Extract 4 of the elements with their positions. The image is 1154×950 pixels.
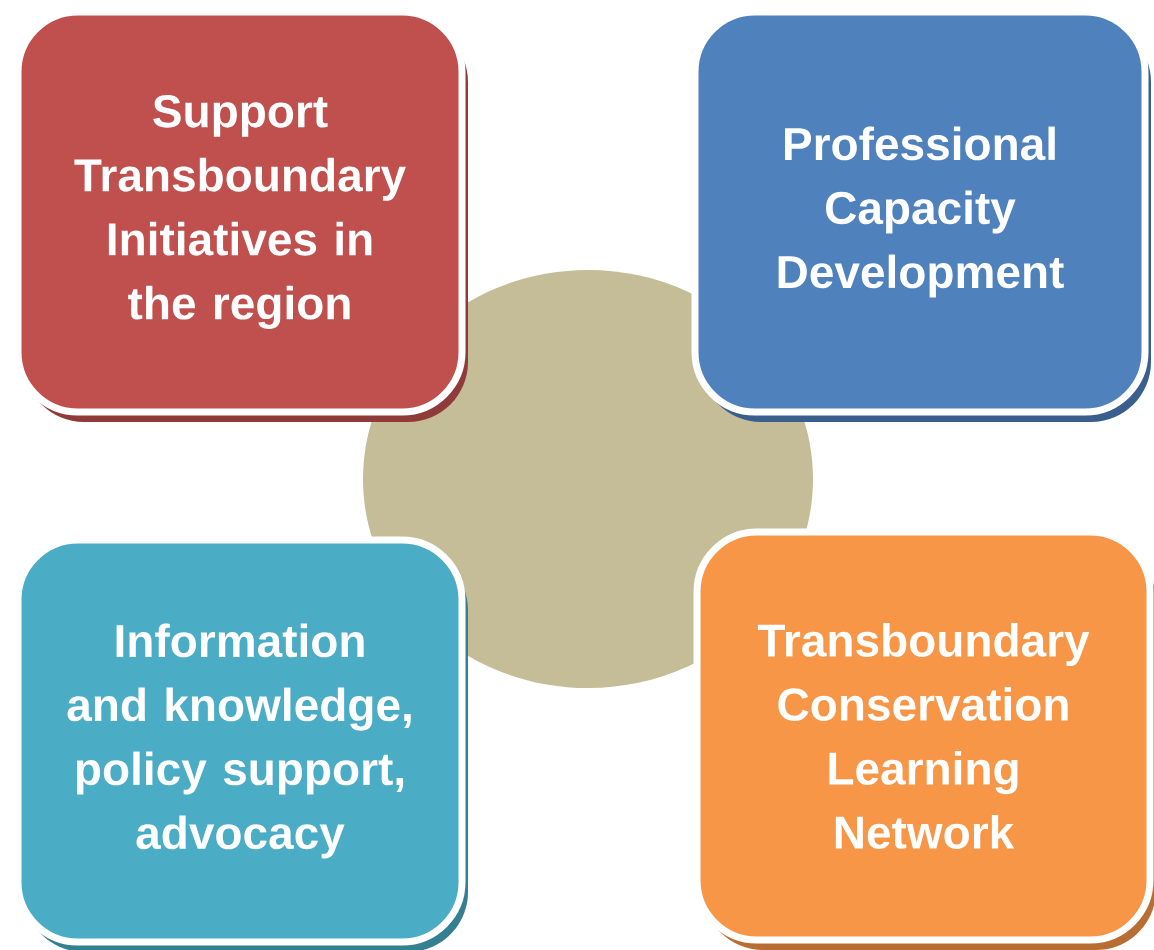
rounded-box: Information and knowledge, policy support, advocacy — [14, 536, 468, 950]
rounded-box: Transboundary Conservation Learning Network — [693, 528, 1154, 950]
rounded-box: Support Transboundary Initiatives in the region — [14, 8, 468, 422]
rounded-box: Professional Capacity Development — [691, 8, 1151, 422]
